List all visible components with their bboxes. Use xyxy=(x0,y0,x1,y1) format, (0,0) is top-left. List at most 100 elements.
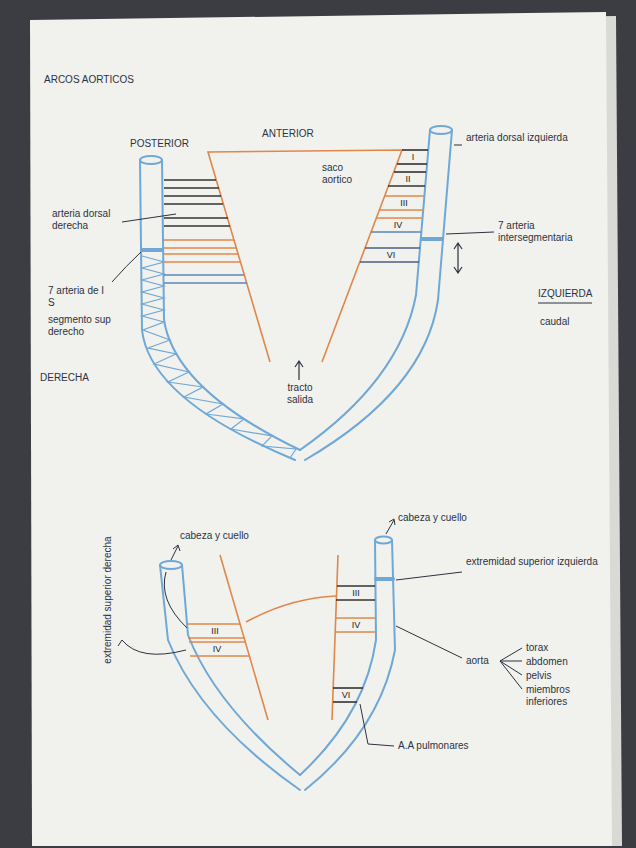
arch-line xyxy=(188,637,244,639)
label-box: I xyxy=(401,152,425,163)
aortic-sac-outline xyxy=(332,555,338,720)
annotation-label: abdomen xyxy=(526,656,606,668)
annotation-label: tracto salida xyxy=(279,382,321,406)
arch-line xyxy=(365,247,420,249)
arch-line xyxy=(164,274,244,276)
callout-number: III xyxy=(344,588,368,599)
arch-line xyxy=(337,585,375,587)
arch-line xyxy=(402,149,428,151)
annotation-label: segmento sup derecho xyxy=(48,314,128,338)
arch-line xyxy=(164,217,228,219)
label-box: caudal xyxy=(540,316,600,328)
arch-line xyxy=(164,282,247,284)
leader-line xyxy=(446,232,494,234)
paper-sheet xyxy=(30,12,612,846)
callout-number: III xyxy=(392,198,416,209)
vessel-wall xyxy=(300,540,376,775)
label-box: segmento sup derecho xyxy=(48,314,128,338)
arch-line xyxy=(371,231,421,233)
label-box: IZQUIERDA xyxy=(538,288,608,300)
label-box: III xyxy=(203,626,227,637)
vessel-opening xyxy=(160,561,182,569)
annotation-label: caudal xyxy=(540,316,600,328)
arch-line xyxy=(164,261,240,263)
arch-line xyxy=(394,171,426,173)
arch-line xyxy=(397,163,427,165)
arch-line xyxy=(360,261,419,263)
annotation-label: torax xyxy=(526,642,606,654)
annotation-label: saco aortico xyxy=(322,162,372,186)
label-box: pelvis xyxy=(526,670,606,682)
title: ARCOS AORTICOS xyxy=(44,74,204,86)
label-box: A.A pulmonares xyxy=(398,740,498,752)
annotation-label: cabeza y cuello xyxy=(398,512,488,524)
intersegmental-mark xyxy=(421,237,443,241)
leader-line xyxy=(112,252,141,282)
annotation-label: A.A pulmonares xyxy=(398,740,498,752)
annotation-label: arteria dorsal izquierda xyxy=(466,132,586,144)
label-box: IV xyxy=(344,620,368,631)
annotation-label: extremidad superior derecha xyxy=(102,520,114,680)
annotation-label: pelvis xyxy=(526,670,606,682)
leader-line xyxy=(454,145,462,146)
annotation-label: 7 arteria de I S xyxy=(48,285,112,309)
arch-line xyxy=(379,209,423,211)
leader-line xyxy=(396,626,462,658)
vessel-opening xyxy=(140,156,162,164)
vessel-wall xyxy=(160,565,300,790)
label-box: III xyxy=(344,588,368,599)
callout-number: IV xyxy=(205,644,229,655)
label-box: IV xyxy=(205,644,229,655)
label-box: cabeza y cuello xyxy=(398,512,488,524)
leader-line xyxy=(360,704,394,746)
annotation-label: cabeza y cuello xyxy=(180,530,280,542)
aortic-sac-outline xyxy=(208,150,402,362)
label-box: VI xyxy=(379,250,403,261)
arch-line xyxy=(164,225,230,227)
arch-line xyxy=(336,617,376,619)
annotation-label: 7 arteria intersegmentaria xyxy=(498,220,602,244)
annotation-label: aorta xyxy=(466,655,500,667)
annotation-label: DERECHA xyxy=(40,372,110,384)
label-box: tracto salida xyxy=(279,382,321,406)
aortic-arch-line xyxy=(246,596,336,622)
label-box: saco aortico xyxy=(322,162,372,186)
leader-line xyxy=(396,572,462,580)
arrow xyxy=(118,640,186,654)
callout-number: VI xyxy=(379,250,403,261)
vessel-opening xyxy=(430,126,452,134)
annotation-label: IZQUIERDA xyxy=(538,288,608,300)
label-box: miembros inferiores xyxy=(526,684,606,708)
arch-line xyxy=(376,217,422,219)
annotation-label: miembros inferiores xyxy=(526,684,606,708)
arch-line xyxy=(164,195,221,197)
label-box: torax xyxy=(526,642,606,654)
label-box: arteria dorsal derecha xyxy=(52,208,118,232)
arch-line xyxy=(388,185,425,187)
arch-line xyxy=(187,623,240,625)
dorsal-aorta-wall xyxy=(300,130,430,450)
label-box: arteria dorsal izquierda xyxy=(466,132,586,144)
label-box: II xyxy=(396,174,420,185)
leader-line xyxy=(122,214,176,222)
arch-line xyxy=(333,687,363,689)
label-box: extremidad superior izquierda xyxy=(466,556,606,568)
callout-number: IV xyxy=(344,620,368,631)
title-box: ARCOS AORTICOS xyxy=(44,74,204,86)
arch-line xyxy=(164,179,216,181)
callout-number: IV xyxy=(386,220,410,231)
arrow xyxy=(386,519,395,534)
callout-number: VI xyxy=(334,690,358,701)
label-box: aorta xyxy=(466,655,500,667)
label-box: extremidad superior derecha xyxy=(102,520,114,680)
callout-number: III xyxy=(203,626,227,637)
label-box: 7 arteria intersegmentaria xyxy=(498,220,602,244)
arch-line xyxy=(164,247,236,249)
arch-line xyxy=(164,187,219,189)
dorsal-aorta-wall xyxy=(162,160,300,450)
label-box: VI xyxy=(334,690,358,701)
arch-line xyxy=(164,253,238,255)
